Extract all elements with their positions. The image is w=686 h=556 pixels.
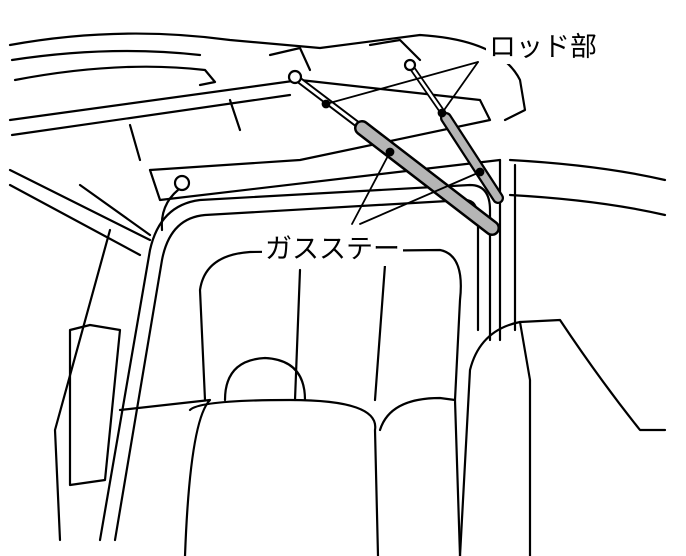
leader-lines <box>321 61 485 225</box>
gas-stay-right <box>403 58 504 204</box>
rear-seats <box>118 248 667 556</box>
rod-label: ロッド部 <box>486 32 600 64</box>
gas-stay-label: ガスステー <box>262 234 403 266</box>
vehicle-body <box>8 158 667 542</box>
gas-stay-left <box>287 69 500 236</box>
tailgate-opening <box>98 174 492 542</box>
